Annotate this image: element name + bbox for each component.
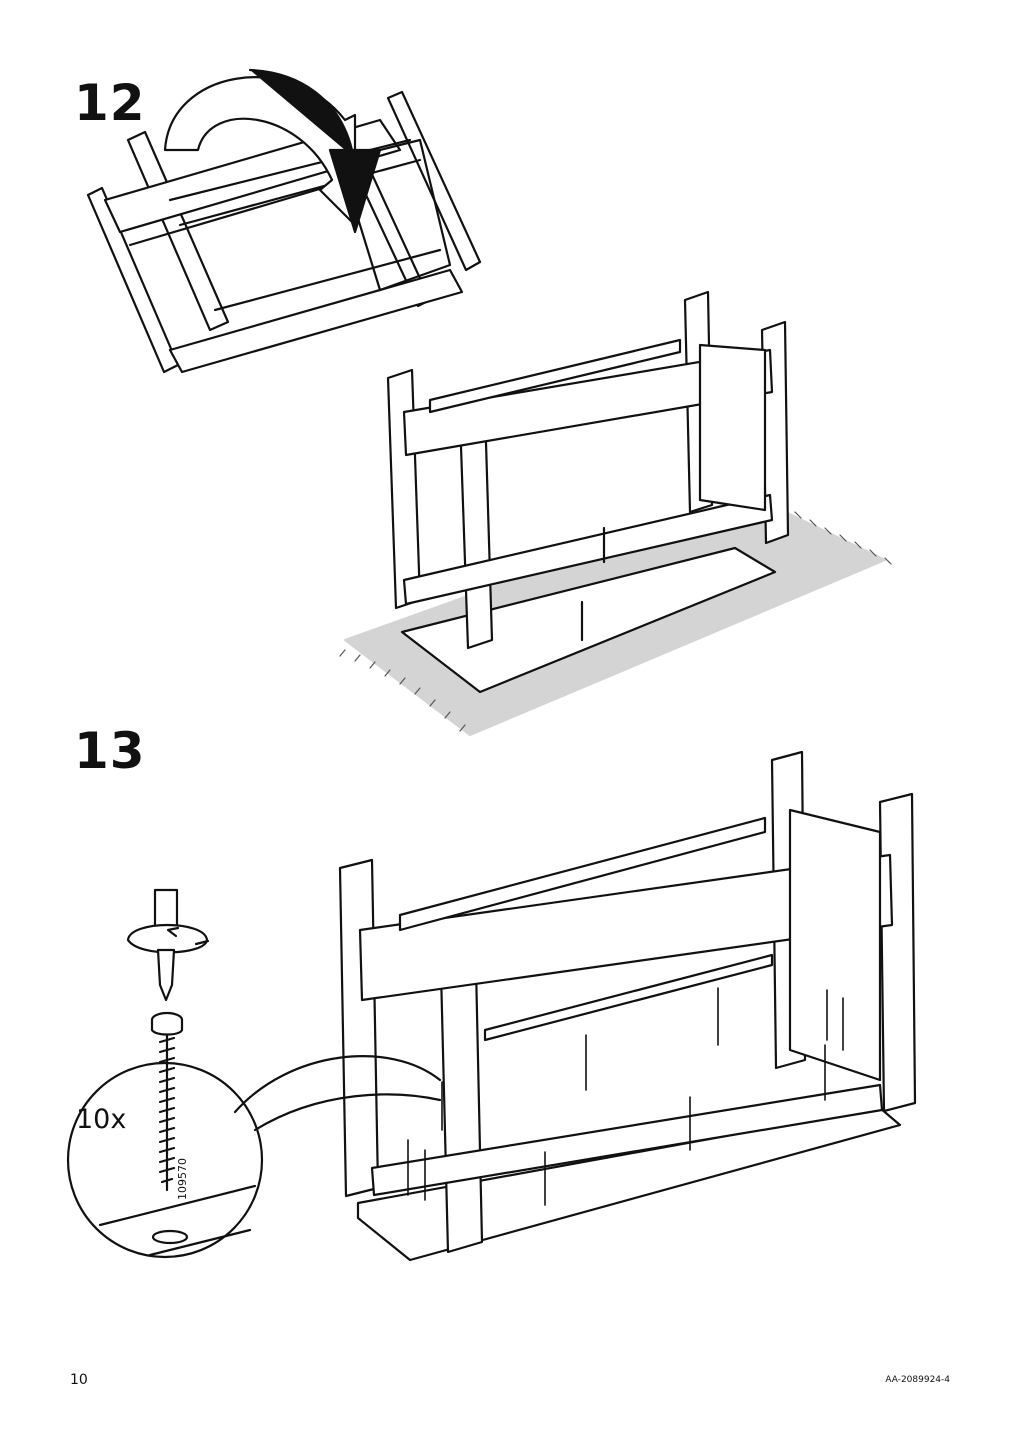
screw-icon <box>150 1011 184 1192</box>
quantity-label: 10x <box>76 1104 127 1135</box>
document-code: AA-2089924-4 <box>885 1375 950 1385</box>
step-number-12: 12 <box>74 74 146 132</box>
part-number: 109570 <box>176 1158 189 1200</box>
flipped-stand-frame <box>86 90 482 374</box>
stand-step13 <box>338 750 917 1262</box>
step-number-13: 13 <box>74 722 146 780</box>
screwdriver-icon <box>126 888 210 1002</box>
upright-stand-step12 <box>386 290 790 694</box>
detail-magnifier <box>66 1055 442 1259</box>
rotate-arrow-icon <box>163 68 382 234</box>
page-number: 10 <box>70 1372 88 1388</box>
